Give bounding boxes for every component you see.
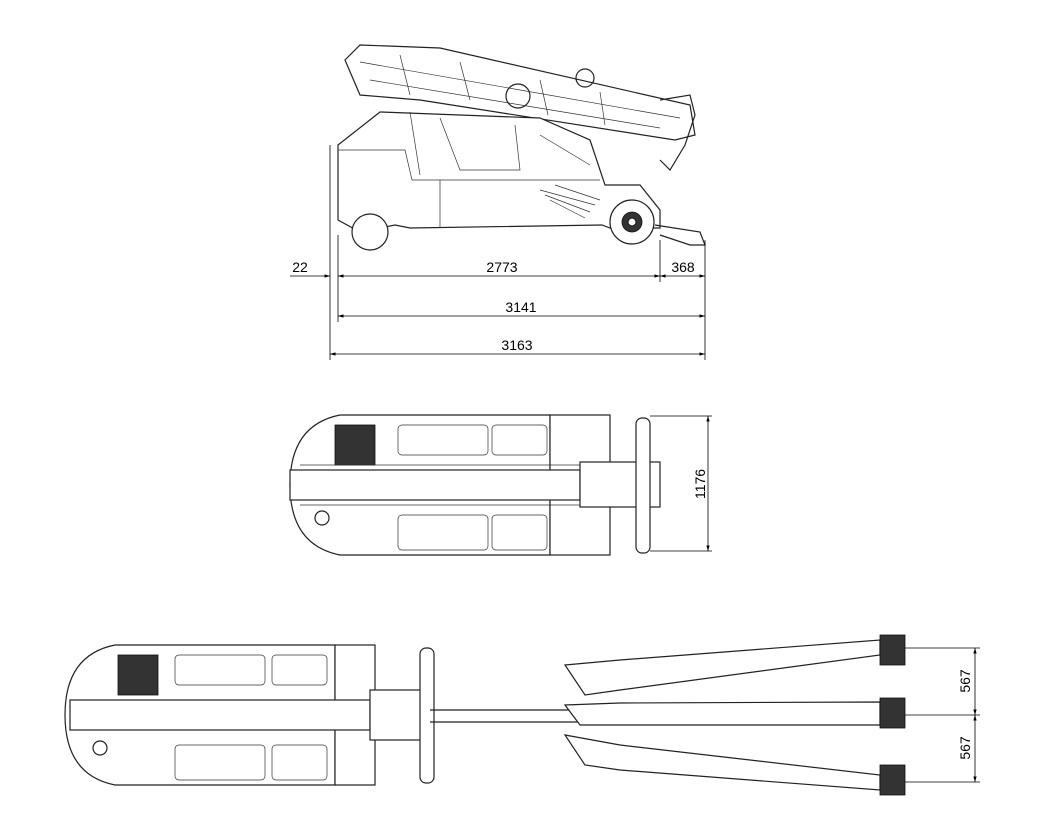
extended-view-crane xyxy=(64,644,880,786)
top-view-crane xyxy=(289,414,661,556)
top-view-dimensions: 1176 xyxy=(650,415,712,552)
side-view-dimensions: 22 2773 368 3141 3163 xyxy=(290,145,706,360)
dim-width: 1176 xyxy=(692,469,708,499)
dim-spread-lower: 567 xyxy=(957,736,973,760)
dim-length-total: 3163 xyxy=(501,337,532,353)
wheel-rear xyxy=(609,199,655,245)
wheel-front xyxy=(351,213,389,251)
dim-overhang-front: 22 xyxy=(292,259,308,275)
boom xyxy=(344,44,696,171)
dim-spread-upper: 567 xyxy=(957,669,973,693)
extended-view-dimensions: 567 567 xyxy=(905,647,980,783)
outrigger-beam xyxy=(635,417,651,554)
dim-overhang-rear: 368 xyxy=(671,259,695,275)
side-view-crane xyxy=(337,44,706,251)
boom-top xyxy=(289,469,581,501)
outrigger-legs xyxy=(563,634,906,796)
dim-length-body: 3141 xyxy=(505,299,536,315)
dim-wheelbase: 2773 xyxy=(486,259,517,275)
